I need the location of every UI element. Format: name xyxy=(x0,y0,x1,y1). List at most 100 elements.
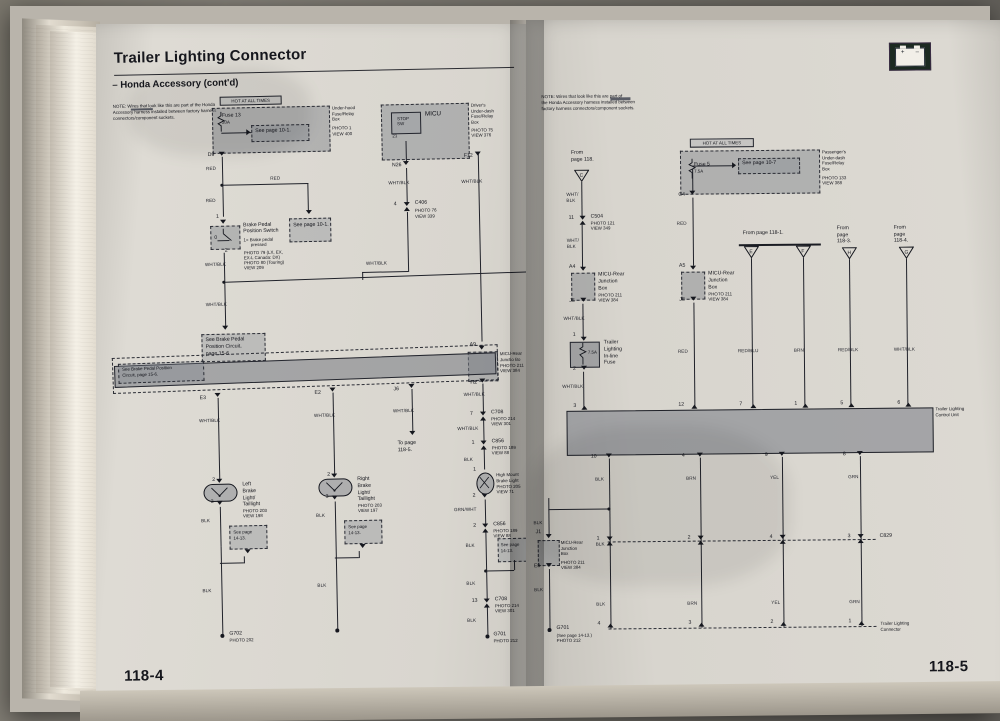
control-unit-pin-6: 6 xyxy=(897,399,901,406)
wire-label-redblk: RED/BLK xyxy=(837,347,859,353)
wire-label-whtblk-1: WHT/BLK xyxy=(204,261,227,268)
wire-N26-down xyxy=(405,168,408,205)
connector-F12-label: F12 xyxy=(463,152,473,159)
wire-C856-down xyxy=(483,449,485,470)
ground-G702-photo: PHOTO 202 xyxy=(229,637,254,643)
connector-C504-view: VIEW 349 xyxy=(590,225,611,231)
wire-from118-down xyxy=(581,181,583,218)
passenger-box-label: Passenger's Under-dash Fuse/Relay Box xyxy=(821,149,847,172)
wire-left-blk-a xyxy=(220,546,222,563)
wire-fuse5-down xyxy=(691,168,693,193)
inline-fuse-symbol xyxy=(578,342,587,365)
connector-J8-symbol xyxy=(690,296,697,301)
connector-E2-symbol xyxy=(329,387,336,392)
arrow-right-seepage-down xyxy=(359,543,366,549)
control-unit-pin9-symbol xyxy=(778,451,785,456)
micu-rear-jb-view-1: VIEW 384 xyxy=(598,297,619,303)
wire-E8-down xyxy=(548,569,551,630)
ground-G701-photo-right: PHOTO 212 xyxy=(556,637,581,643)
page-link-triangle-H: H xyxy=(841,247,857,260)
wire-red-to-seepage xyxy=(307,183,310,214)
connector-A5-label: A5 xyxy=(679,262,686,269)
connector-J8-label: J8 xyxy=(679,296,685,303)
wire-left-blk-b xyxy=(220,562,224,635)
connector-J5-symbol xyxy=(580,297,587,302)
wire-label-redblu: RED/BLU xyxy=(737,348,759,354)
wire-label-whtblk-3: WHT/BLK xyxy=(388,179,410,186)
high-mount-pin-2: 2 xyxy=(472,492,476,499)
connector-E2-label: E2 xyxy=(314,389,321,396)
micu-rear-jb-label-2: MICU-Rear Junction Box xyxy=(708,270,735,291)
passenger-box-view: VIEW 388 xyxy=(822,180,843,186)
right-page: NOTE: Wires that look like this are part… xyxy=(526,20,1000,710)
ground-G701-symbol-right xyxy=(547,628,552,633)
wire-left-lamp-down xyxy=(219,506,222,547)
right-lamp-pin-2: 2 xyxy=(327,471,331,478)
connector-A4-symbol xyxy=(580,266,587,271)
fuse13-symbol xyxy=(217,111,226,132)
connector-F12-symbol xyxy=(474,151,481,156)
see-brake-circuit-label-2: See Brake Pedal Position Circuit, page 1… xyxy=(121,365,172,378)
brake-sw-note: 1= Brake pedal pressed xyxy=(243,236,274,248)
wire-label-whtblk-r1: WHT/ BLK xyxy=(566,191,579,203)
connector-N26-label: N26 xyxy=(391,162,402,169)
wire-label-whtblk-7: WHT/BLK xyxy=(313,412,336,418)
connector-J6-symbol xyxy=(408,383,415,389)
page-edge-striations xyxy=(24,24,100,696)
right-lamp-label: Right Brake Light/ Taillight xyxy=(357,475,376,503)
svg-text:G: G xyxy=(904,250,908,256)
battery-minus-terminal: – xyxy=(915,48,920,56)
under-hood-view: VIEW 400 xyxy=(332,131,353,137)
wire-label-whtblk-r2: WHT/ BLK xyxy=(566,237,579,249)
control-unit-pin7-symbol xyxy=(749,404,756,409)
brake-sw-pin-1: 1 xyxy=(215,213,219,220)
micu-rear-jb-view-2: VIEW 384 xyxy=(708,296,729,302)
inline-fuse-top-symbol xyxy=(580,336,587,341)
control-unit-pin1-symbol xyxy=(801,403,808,408)
wire-118-3-down xyxy=(848,259,852,408)
battery-plus-terminal: + xyxy=(900,49,905,56)
wire-label-grn-r1: GRN xyxy=(848,474,859,480)
battery-icon: + – xyxy=(888,42,932,71)
from-page-118-label: From page 118. xyxy=(570,149,594,163)
wire-label-whtblk-r4: WHT/BLK xyxy=(562,383,584,389)
control-unit-pin5-symbol xyxy=(847,403,854,408)
wire-J5-down xyxy=(582,303,584,339)
book-gutter-shadow xyxy=(510,20,544,710)
svg-text:H: H xyxy=(847,250,851,256)
wire-label-whtblk-5: WHT/BLK xyxy=(461,178,483,184)
connector-C708-pin-bottom: 13 xyxy=(471,597,478,604)
wire-label-red-r1: RED xyxy=(676,220,687,226)
arrow-left-seepage-down xyxy=(244,549,251,554)
see-page-14-13-label-1: See page 14-13. xyxy=(233,529,253,541)
wire-label-yel-r2: YEL xyxy=(771,599,781,605)
under-hood-box-label: Under-hood Fuse/Relay Box xyxy=(331,105,356,122)
photo-shadow-2 xyxy=(530,426,790,586)
left-lamp-pin3-symbol xyxy=(216,500,223,505)
brake-sw-view: VIEW 209 xyxy=(243,264,264,271)
micu-rear-jb-right-col xyxy=(681,271,706,300)
trailer-conn-pin-2: 2 xyxy=(770,618,774,625)
wire-label-blk-7: BLK xyxy=(315,512,326,518)
left-lamp-pin-2: 2 xyxy=(212,476,216,484)
left-lamp-pin-3: 3 xyxy=(210,498,214,506)
note-wire-sample-right xyxy=(610,97,631,100)
wire-left-seepage-join xyxy=(243,556,245,564)
ground-G702-symbol xyxy=(220,633,225,638)
photo-shadow-1 xyxy=(130,66,310,156)
page-link-triangle-C: C xyxy=(574,169,590,182)
micu-label: MICU xyxy=(424,110,442,118)
svg-text:0: 0 xyxy=(214,235,217,241)
wire-label-red-r2: RED xyxy=(677,348,688,354)
connector-E3-symbol xyxy=(214,392,221,397)
wire-label-blk-r3: BLK xyxy=(596,601,606,607)
svg-text:F: F xyxy=(801,249,804,255)
trailer-conn-pin-symbol-3 xyxy=(698,622,705,627)
control-unit-pin3-symbol xyxy=(581,405,588,410)
connector-C4-symbol xyxy=(689,190,696,195)
trailer-conn-pin-symbol-2 xyxy=(780,621,787,626)
wire-C708-bottom-down xyxy=(486,607,489,636)
page-title: Trailer Lighting Connector xyxy=(113,46,307,67)
control-unit-pin-8: 8 xyxy=(842,451,846,458)
